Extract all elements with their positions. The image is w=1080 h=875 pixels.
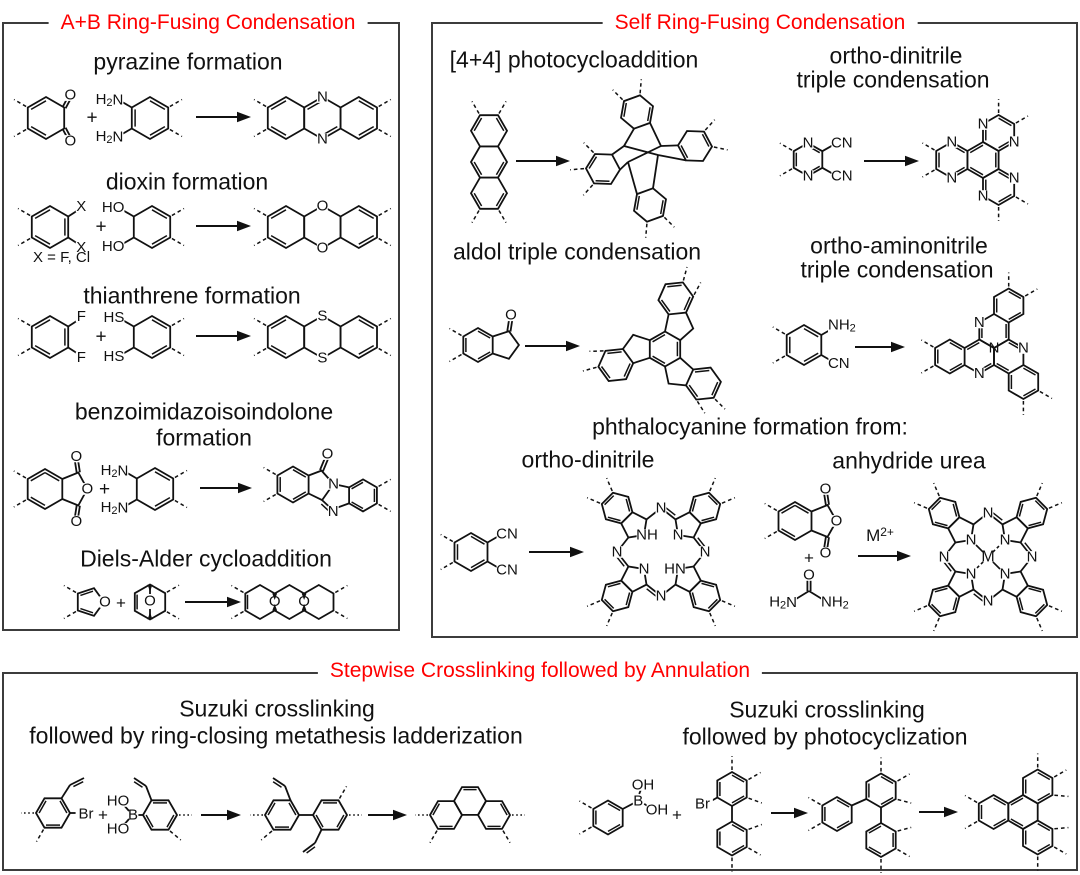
svg-text:O: O <box>99 594 111 611</box>
svg-text:+: + <box>95 217 106 238</box>
svg-text:HO: HO <box>107 793 130 810</box>
svg-text:H2N: H2N <box>101 499 129 517</box>
svg-text:O: O <box>831 513 843 530</box>
svg-text:O: O <box>81 481 93 498</box>
svg-text:H2N: H2N <box>769 594 797 612</box>
svg-text:N: N <box>983 593 994 610</box>
svg-text:CN: CN <box>496 562 518 579</box>
svg-text:N: N <box>966 566 977 583</box>
svg-text:N: N <box>1009 170 1020 187</box>
svg-text:X: X <box>76 198 86 215</box>
svg-text:N: N <box>1000 532 1011 549</box>
svg-text:OH: OH <box>632 777 655 794</box>
svg-text:N: N <box>328 476 339 493</box>
svg-text:N: N <box>1027 549 1038 566</box>
svg-text:O: O <box>269 593 281 610</box>
svg-text:N: N <box>673 527 684 544</box>
svg-text:CN: CN <box>831 168 853 185</box>
svg-text:N: N <box>939 549 950 566</box>
svg-text:O: O <box>803 567 815 584</box>
svg-text:HS: HS <box>104 309 125 326</box>
svg-text:N: N <box>974 314 985 331</box>
svg-text:NH2: NH2 <box>821 594 849 612</box>
svg-text:OH: OH <box>646 802 669 819</box>
svg-text:B: B <box>128 807 138 824</box>
svg-text:N: N <box>656 588 667 605</box>
svg-text:CN: CN <box>496 526 518 543</box>
svg-text:N: N <box>803 135 814 152</box>
svg-text:N: N <box>317 89 328 106</box>
svg-text:+: + <box>95 327 106 348</box>
svg-text:O: O <box>298 593 310 610</box>
svg-text:O: O <box>70 448 82 465</box>
svg-text:NH: NH <box>636 527 658 544</box>
svg-text:+: + <box>804 549 814 568</box>
svg-text:N: N <box>1009 134 1020 151</box>
svg-text:N: N <box>639 561 650 578</box>
svg-text:X = F, Cl: X = F, Cl <box>33 249 90 266</box>
svg-text:S: S <box>317 308 327 325</box>
svg-text:X: X <box>76 239 86 256</box>
svg-text:N: N <box>328 503 339 520</box>
svg-text:B: B <box>633 792 643 809</box>
svg-text:HO: HO <box>102 199 125 216</box>
svg-text:H2N: H2N <box>101 462 129 480</box>
svg-text:N: N <box>978 116 989 133</box>
svg-text:O: O <box>820 481 832 498</box>
svg-text:N: N <box>983 505 994 522</box>
svg-text:M2+: M2+ <box>866 525 894 545</box>
svg-text:Br: Br <box>79 806 94 823</box>
svg-text:NH2: NH2 <box>828 317 856 335</box>
svg-text:N: N <box>978 188 989 205</box>
svg-text:+: + <box>99 479 110 500</box>
svg-text:+: + <box>86 108 97 129</box>
svg-text:N: N <box>656 500 667 517</box>
svg-text:O: O <box>505 307 517 324</box>
svg-text:HS: HS <box>104 348 125 365</box>
svg-text:+: + <box>672 806 682 825</box>
svg-text:N: N <box>946 170 957 187</box>
svg-text:N: N <box>317 131 328 148</box>
svg-text:N: N <box>966 532 977 549</box>
svg-text:O: O <box>317 240 329 257</box>
svg-text:H2N: H2N <box>96 128 124 146</box>
svg-text:N: N <box>1018 340 1029 357</box>
svg-text:N: N <box>700 544 711 561</box>
svg-text:M: M <box>981 549 994 566</box>
svg-text:N: N <box>1000 566 1011 583</box>
svg-text:HN: HN <box>664 561 686 578</box>
svg-text:CN: CN <box>828 355 850 372</box>
svg-text:HO: HO <box>107 821 130 838</box>
svg-text:O: O <box>144 593 156 610</box>
svg-text:Br: Br <box>695 796 710 813</box>
svg-text:O: O <box>317 198 329 215</box>
svg-text:F: F <box>77 308 86 325</box>
svg-text:HO: HO <box>102 238 125 255</box>
svg-text:O: O <box>64 87 76 104</box>
svg-text:O: O <box>70 513 82 530</box>
svg-text:N: N <box>612 544 623 561</box>
svg-text:O: O <box>322 446 334 463</box>
svg-text:CN: CN <box>831 134 853 151</box>
svg-text:S: S <box>317 350 327 367</box>
svg-text:+: + <box>98 806 108 825</box>
svg-text:F: F <box>77 349 86 366</box>
svg-text:N: N <box>974 365 985 382</box>
svg-text:+: + <box>116 594 126 613</box>
svg-text:N: N <box>803 168 814 185</box>
svg-text:O: O <box>64 133 76 150</box>
svg-text:O: O <box>820 545 832 562</box>
svg-text:H2N: H2N <box>96 91 124 109</box>
svg-text:N: N <box>946 134 957 151</box>
